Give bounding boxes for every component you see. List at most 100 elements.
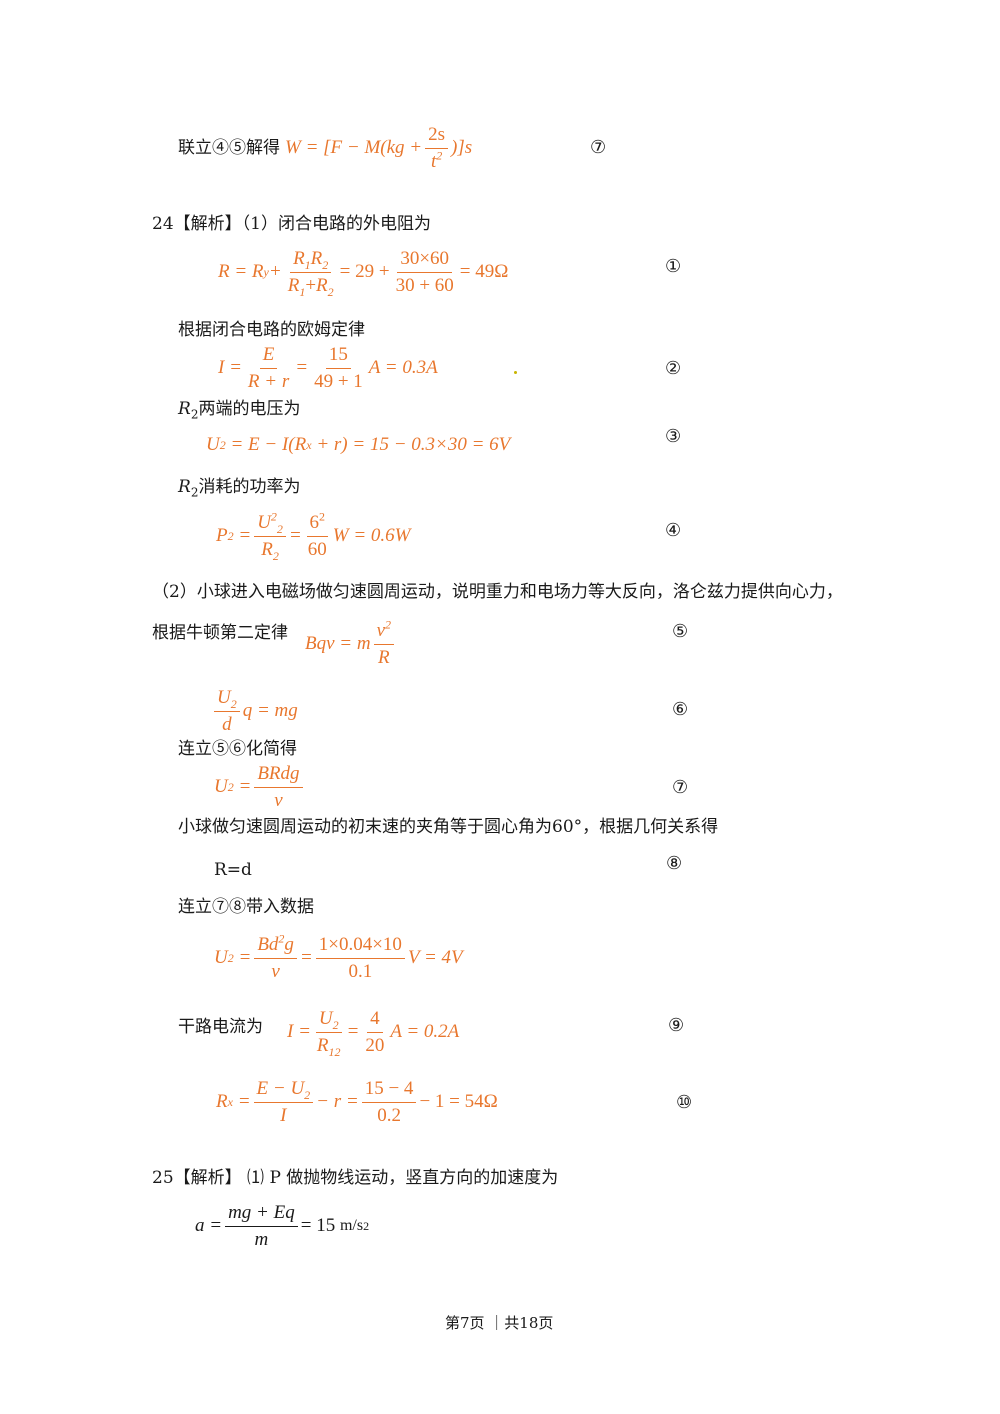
p2-fraction1: U22 R2 [254,509,286,563]
p2-drs: 2 [272,548,279,563]
acc-fraction: mg + Eq m [225,1202,298,1251]
u2calc-fraction2: 1×0.04×10 0.1 [315,934,405,983]
stray-dot [514,371,517,374]
r-eq-num2: 30×60 [397,248,453,273]
u2brdg-num: BRdg [254,763,303,788]
combine-78-text: 连立⑦⑧带入数据 [178,897,314,917]
r2v-r: R [178,399,191,419]
r-equals-d-text: R=d [214,860,252,880]
i-eq-den2: 49 + 1 [314,370,363,392]
i-eq-num: E [259,344,278,369]
bqv-den: R [378,646,390,668]
marker-9: ⑨ [668,1015,685,1036]
r-eq-dplus: + [305,274,317,296]
work-eq-lhs: W = [F − M(kg + [285,137,423,158]
itrunk-eq: = [346,1021,360,1042]
rx-den2: 0.2 [377,1104,401,1126]
rx-eq: = [237,1091,251,1112]
p2-n6: 6 [309,511,320,533]
u2calc-num2: 1×0.04×10 [315,934,405,959]
r-eq-d2: R [316,274,328,296]
u2dq-num: U [217,686,231,708]
r-eq-res: = 49Ω [459,261,509,282]
q25-heading: 25【解析】 ⑴ P 做抛物线运动，竖直方向的加速度为 [152,1168,559,1188]
u2-u: U [206,434,220,455]
current-equation: I = E R + r = 15 49 + 1 A = 0.3A [218,342,438,394]
i-eq-fraction2: 15 49 + 1 [311,344,366,393]
r2-power-text: R2消耗的功率为 [178,476,300,498]
u2calc-res: V = 4V [407,947,463,968]
r-eq-fraction2: 30×60 30 + 60 [393,248,457,297]
marker-7a: ⑦ [590,137,607,158]
r2p-r: R [178,477,191,497]
marker-10: ⑩ [676,1092,693,1113]
work-eq-fraction: 2s t2 [425,124,449,173]
u2brdg-fraction: BRdg v [254,763,303,812]
p2-p: P [216,525,228,546]
u2calc-eq: = [238,947,252,968]
r-eq-n1s: 1 [304,257,311,272]
u2calc-eq2: = [299,947,313,968]
ohm-law-text: 根据闭合电路的欧姆定律 [178,320,365,340]
p2-eq: = [238,525,252,546]
bqv-num-sup: 2 [385,617,392,632]
r-eq-plus: + [268,261,282,282]
marker-8: ⑧ [666,853,683,874]
rx-num2: 15 − 4 [361,1078,417,1103]
marker-5: ⑤ [672,621,689,642]
rx-mid: − r = [316,1091,359,1112]
u2-body: = E − I(R [230,434,307,455]
bqv-equation: Bqv = m v2 R [305,616,397,672]
r-eq-d2s: 2 [327,284,334,299]
rx-num: E − U [256,1077,305,1099]
u2calc-den2: 0.1 [348,960,373,982]
p2-nu: U [257,511,271,533]
rx-num-sub: 2 [304,1087,311,1102]
rx-res: − 1 = 54Ω [419,1091,498,1112]
itrunk-nus: 2 [332,1017,339,1032]
u2dq-rhs: q = mg [242,700,298,721]
r-eq-a: R = R [218,261,264,282]
rx-den: I [280,1104,287,1126]
i-eq-lhs: I = [218,357,242,378]
p2-nusup: 2 [270,509,277,524]
p2-nusub: 2 [276,521,283,536]
itrunk-fraction1: U2 R12 [314,1008,344,1057]
work-eq-den: t [430,150,437,172]
itrunk-d: 20 [365,1034,385,1056]
itrunk-nu: U [318,1007,333,1029]
p2-eq2: = [288,525,302,546]
r-eq-mid: = 29 + [339,261,390,282]
i-eq-den: R + r [247,370,290,392]
page-footer: 第7页 ｜共18页 [445,1314,554,1332]
r2-voltage-text: R2两端的电压为 [178,398,300,420]
i-eq-eq: = [295,357,309,378]
itrunk-res: A = 0.2A [390,1021,460,1042]
rx-fraction1: E − U2 I [253,1077,314,1127]
itrunk-dr: R [316,1034,329,1056]
u2calc-den: v [271,960,280,982]
combine-45-text: 联立④⑤解得 [178,138,280,158]
bqv-fraction: v2 R [373,617,395,669]
r2v-sub: 2 [190,407,199,422]
u2calc-u: U [214,947,228,968]
acc-lhs: a = [195,1215,223,1236]
rx-fraction2: 15 − 4 0.2 [361,1078,417,1127]
acc-num: mg + Eq [225,1202,298,1227]
r2v-post: 两端的电压为 [198,399,301,419]
r2p-sub: 2 [190,485,199,500]
newton2-text: 根据牛顿第二定律 [152,623,288,643]
u2dq-fraction: U2 d [214,687,240,736]
p2-fraction2: 62 60 [305,510,330,561]
u2-tail: + r) = 15 − 0.3×30 = 6V [316,434,511,455]
marker-3: ③ [665,426,682,447]
work-eq-rhs: )]s [451,137,473,158]
marker-2: ② [665,358,682,379]
itrunk-fraction2: 4 20 [362,1008,387,1057]
